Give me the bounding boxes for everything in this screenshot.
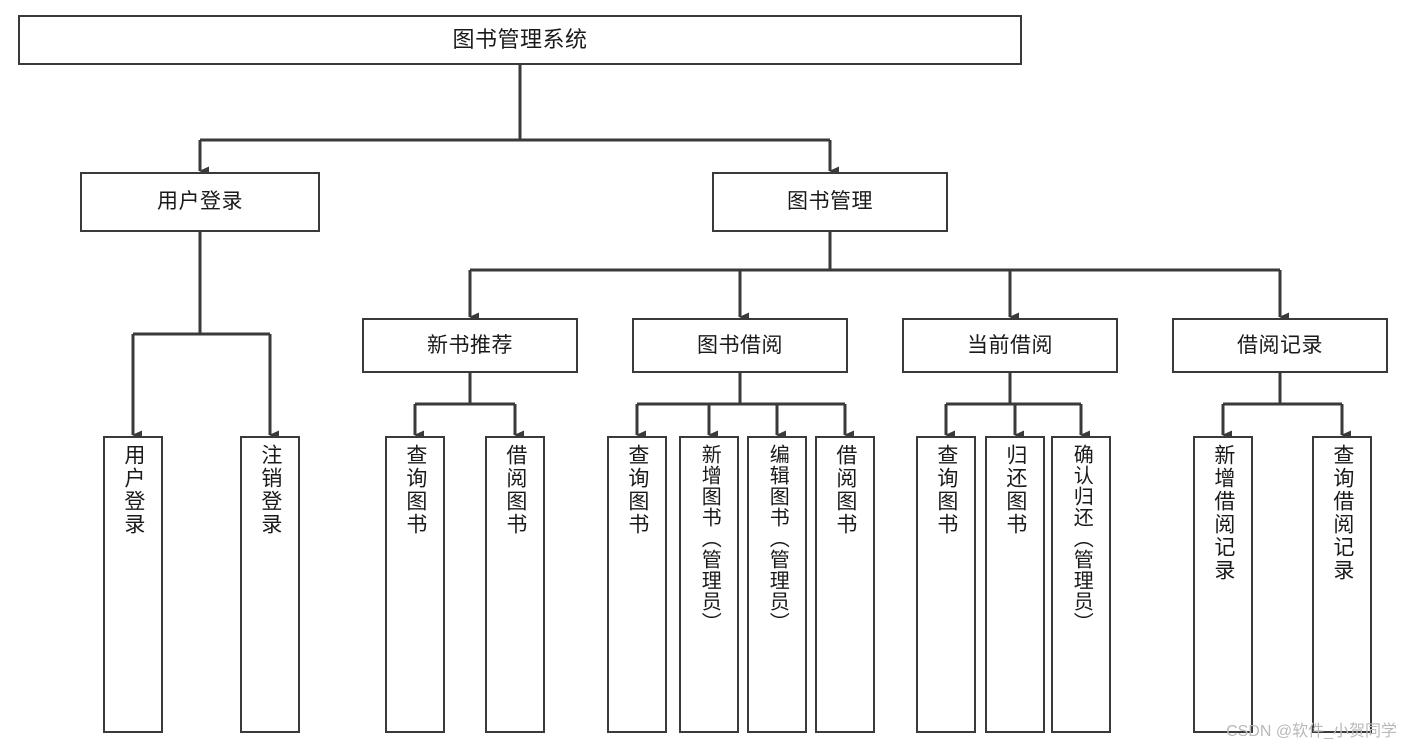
node-label: 新书推荐 — [427, 333, 513, 357]
node-current[interactable]: 当前借阅 — [902, 318, 1118, 373]
node-newbook[interactable]: 新书推荐 — [362, 318, 578, 373]
node-b_lend[interactable]: 借阅图书 — [815, 436, 875, 733]
node-label: 借阅图书 — [833, 444, 857, 536]
node-records[interactable]: 借阅记录 — [1172, 318, 1388, 373]
node-r_add[interactable]: 新增借阅记录 — [1193, 436, 1253, 733]
node-label: 查询图书 — [403, 444, 427, 536]
node-c_confirm[interactable]: 确认归还（管理员） — [1051, 436, 1111, 733]
watermark-text: CSDN @软件_小贺同学 — [1226, 723, 1397, 740]
node-l_logout[interactable]: 注销登录 — [240, 436, 300, 733]
node-c_query[interactable]: 查询图书 — [916, 436, 976, 733]
node-label: 查询图书 — [934, 444, 958, 536]
node-borrow[interactable]: 图书借阅 — [632, 318, 848, 373]
node-label: 归还图书 — [1003, 444, 1027, 536]
node-label: 图书借阅 — [697, 333, 783, 357]
node-b_query[interactable]: 查询图书 — [607, 436, 667, 733]
node-label: 图书管理 — [787, 190, 873, 214]
node-label: 确认归还（管理员） — [1070, 444, 1093, 633]
node-label: 新增图书（管理员） — [698, 444, 721, 633]
node-login[interactable]: 用户登录 — [80, 172, 320, 232]
node-label: 借阅记录 — [1237, 333, 1323, 357]
node-n_query[interactable]: 查询图书 — [385, 436, 445, 733]
node-label: 当前借阅 — [967, 333, 1053, 357]
node-label: 注销登录 — [258, 444, 282, 536]
node-bookmgmt[interactable]: 图书管理 — [712, 172, 948, 232]
node-label: 图书管理系统 — [452, 26, 588, 52]
node-label: 编辑图书（管理员） — [766, 444, 789, 633]
node-label: 借阅图书 — [503, 444, 527, 536]
node-label: 查询图书 — [625, 444, 649, 536]
node-label: 用户登录 — [121, 444, 145, 536]
node-label: 查询借阅记录 — [1330, 444, 1354, 582]
connector-lines — [131, 65, 1351, 440]
node-b_edit[interactable]: 编辑图书（管理员） — [747, 436, 807, 733]
node-n_borrow[interactable]: 借阅图书 — [485, 436, 545, 733]
node-label: 用户登录 — [157, 190, 243, 214]
node-b_add[interactable]: 新增图书（管理员） — [679, 436, 739, 733]
node-label: 新增借阅记录 — [1211, 444, 1235, 582]
node-root[interactable]: 图书管理系统 — [18, 15, 1022, 65]
node-r_query[interactable]: 查询借阅记录 — [1312, 436, 1372, 733]
node-l_login[interactable]: 用户登录 — [103, 436, 163, 733]
node-c_return[interactable]: 归还图书 — [985, 436, 1045, 733]
